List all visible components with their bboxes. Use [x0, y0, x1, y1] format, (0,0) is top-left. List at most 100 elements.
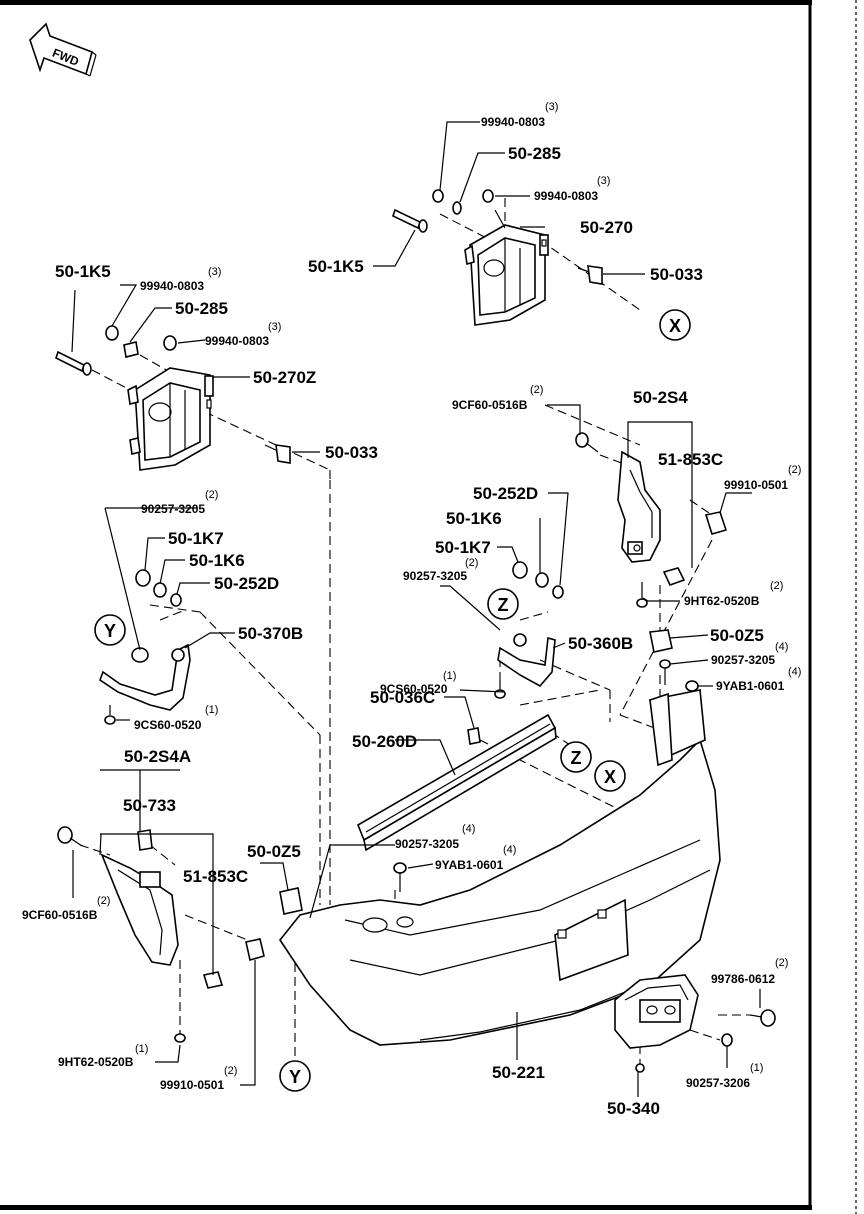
marker-y-bottom: Y [279, 1060, 311, 1092]
bracket-50-270 [464, 209, 549, 326]
clip-51-853c-right [662, 567, 686, 586]
label-50-285-top: 50-285 [508, 144, 561, 163]
label-9cs60-center: 9CS60-0520 [380, 682, 448, 696]
label-50-252d-left: 50-252D [214, 574, 279, 593]
fwd-arrow-icon: FWD [29, 22, 97, 77]
marker-y-left: Y [94, 614, 126, 646]
label-90257-3206-qty: (1) [750, 1062, 763, 1074]
bracket-50-360b [497, 633, 556, 688]
label-51-853c-left: 51-853C [183, 867, 248, 886]
label-50-285-left: 50-285 [175, 299, 228, 318]
bolt-90257-right [659, 659, 671, 685]
clip-99910-left [245, 938, 265, 962]
label-50-0z5-right: 50-0Z5 [710, 626, 764, 645]
label-50-260d: 50-260D [352, 732, 417, 751]
label-99940-left-a: 99940-0803 [140, 279, 204, 293]
label-51-853c-right: 51-853C [658, 450, 723, 469]
marker-x-top: X [659, 309, 691, 341]
label-90257-right-qty: (4) [775, 641, 788, 653]
label-99940-top-a-qty: (3) [545, 101, 558, 113]
label-50-1k5-left: 50-1K5 [55, 262, 111, 281]
label-9ht62-right: 9HT62-0520B [684, 594, 760, 608]
label-50-2s4a: 50-2S4A [124, 747, 191, 766]
clip-50-0z5-right [649, 629, 673, 653]
label-9yab1-right: 9YAB1-0601 [716, 679, 785, 693]
label-50-1k6-center: 50-1K6 [446, 509, 502, 528]
label-50-270: 50-270 [580, 218, 633, 237]
label-50-733: 50-733 [123, 796, 176, 815]
top-border [0, 0, 812, 5]
label-50-370b: 50-370B [238, 624, 303, 643]
push-pin-50-1k5-left [55, 350, 92, 376]
bolt-9cf60-right [575, 432, 599, 453]
label-99910-right-qty: (2) [788, 464, 801, 476]
screw-9cs60-center [494, 680, 506, 699]
label-90257-left-qty: (2) [205, 489, 218, 501]
bushing-50-1k7-left [135, 569, 151, 587]
marker-x-top-label: X [669, 316, 681, 336]
label-99940-left-a-qty: (3) [208, 266, 221, 278]
label-50-1k5-top: 50-1K5 [308, 257, 364, 276]
bolt-9cf60-left [57, 826, 83, 847]
label-9cs60-center-qty: (1) [443, 670, 456, 682]
clip-99910-right [704, 511, 728, 535]
label-50-2s4: 50-2S4 [633, 388, 688, 407]
nut-99940-top-a [432, 189, 444, 203]
label-90257-left: 90257-3205 [141, 502, 205, 516]
label-99940-top-a: 99940-0803 [481, 115, 545, 129]
fastener-50-036c [467, 727, 481, 745]
bolt-9yab1-center [393, 862, 407, 892]
label-9ht62-right-qty: (2) [770, 580, 783, 592]
label-9ht62-left-qty: (1) [135, 1043, 148, 1055]
label-9cf60-left-qty: (2) [97, 895, 110, 907]
label-99940-top-b: 99940-0803 [534, 189, 598, 203]
label-9cf60-right: 9CF60-0516B [452, 398, 528, 412]
label-99786-qty: (2) [775, 957, 788, 969]
nut-99940-left-b [163, 335, 177, 351]
label-50-033-left: 50-033 [325, 443, 378, 462]
label-90257-right: 90257-3205 [711, 653, 775, 667]
label-9yab1-lower-qty: (4) [503, 844, 516, 856]
clip-50-0z5-left [279, 887, 303, 915]
bushing-50-1k6-left [153, 582, 167, 598]
label-99940-left-b: 99940-0803 [205, 334, 269, 348]
bracket-50-2s4 [617, 450, 661, 563]
label-50-1k7-center: 50-1K7 [435, 538, 491, 557]
label-99940-left-b-qty: (3) [268, 321, 281, 333]
screw-50-340 [635, 1063, 645, 1073]
bushing-50-252d-left [170, 593, 182, 607]
marker-x-lower-label: X [604, 767, 616, 787]
label-9ht62-left: 9HT62-0520B [58, 1055, 134, 1069]
label-50-340: 50-340 [607, 1099, 660, 1118]
label-9cs60-left-qty: (1) [205, 704, 218, 716]
label-90257-lower-qty: (4) [462, 823, 475, 835]
rail-50-260d [357, 713, 557, 852]
label-99940-top-b-qty: (3) [597, 175, 610, 187]
label-99910-left: 99910-0501 [160, 1078, 224, 1092]
clip-50-733 [137, 829, 153, 851]
label-50-360b: 50-360B [568, 634, 633, 653]
label-90257-center: 90257-3205 [403, 569, 467, 583]
license-bracket-50-340 [614, 974, 699, 1049]
label-90257-center-qty: (2) [465, 557, 478, 569]
bracket-50-2s4a [100, 853, 179, 966]
screw-50-033-left [264, 444, 291, 464]
label-9yab1-lower: 9YAB1-0601 [435, 858, 504, 872]
label-90257-lower: 90257-3205 [395, 837, 459, 851]
bolt-99786 [749, 1009, 776, 1027]
label-50-036c: 50-036C [370, 688, 435, 707]
label-50-1k7-left: 50-1K7 [168, 529, 224, 548]
marker-z-center-label: Z [498, 595, 509, 615]
bottom-border [0, 1205, 812, 1210]
screw-50-033-top [577, 265, 603, 285]
label-9yab1-right-qty: (4) [788, 666, 801, 678]
label-50-252d-center: 50-252D [473, 484, 538, 503]
label-50-270z: 50-270Z [253, 368, 316, 387]
label-50-033-top: 50-033 [650, 265, 703, 284]
nut-99940-left-a [105, 325, 119, 341]
label-99910-right: 99910-0501 [724, 478, 788, 492]
part-labels: (3) 99940-0803 50-285 (3) 99940-0803 50-… [22, 101, 801, 1118]
bushing-50-1k7-center [512, 561, 528, 579]
marker-z-lower-label: Z [571, 748, 582, 768]
